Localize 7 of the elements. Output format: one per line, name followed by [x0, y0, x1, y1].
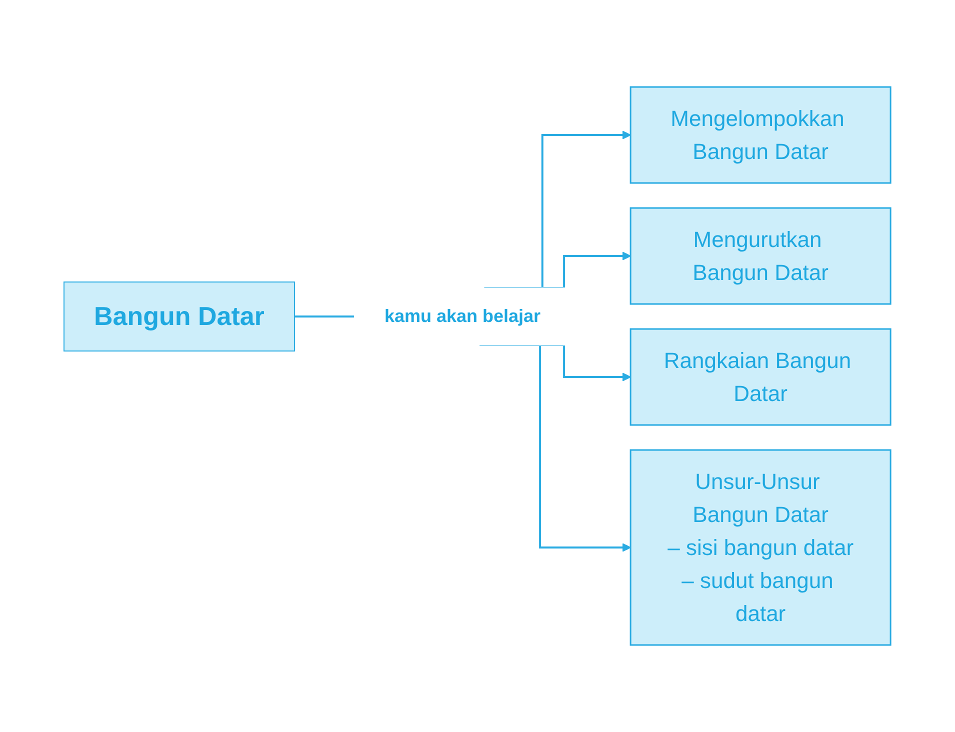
- node-box: Mengelompokkan Bangun Datar: [630, 86, 892, 184]
- node-box: Mengurutkan Bangun Datar: [630, 207, 892, 305]
- node-box: Unsur-Unsur Bangun Datar – sisi bangun datar – sudut bangun datar: [630, 449, 892, 646]
- node-box: Bangun Datar: [64, 282, 296, 352]
- node-box: Rangkaian Bangun Datar: [630, 328, 892, 426]
- connector: [294, 316, 355, 318]
- arrow: [484, 130, 632, 289]
